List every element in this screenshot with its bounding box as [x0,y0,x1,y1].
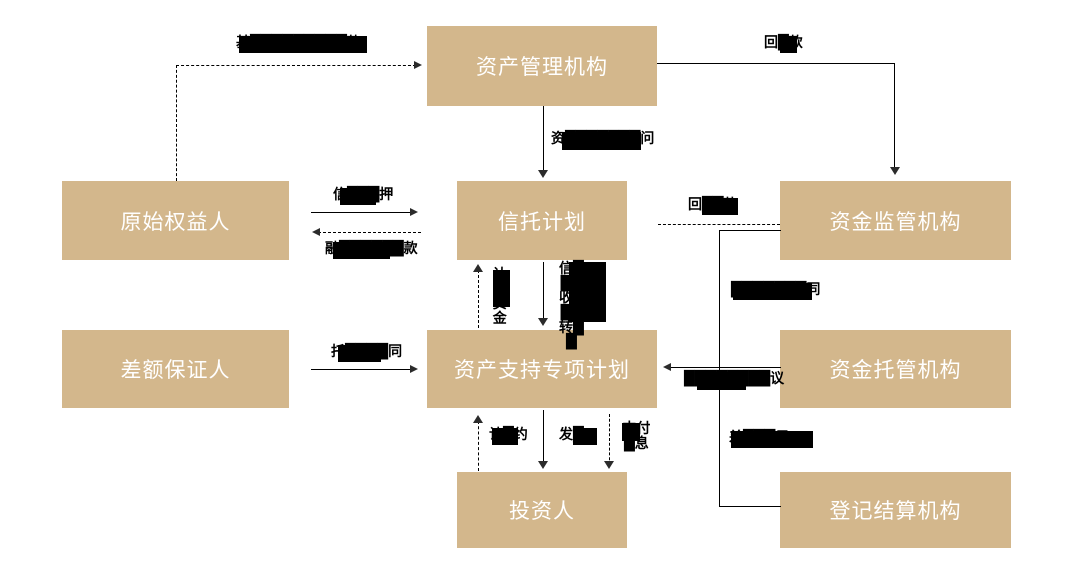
edge-guarantor-to-absplan [311,369,414,370]
edge-label-top-left: 基█████████款 [236,35,361,51]
node-label: 登记结算机构 [829,499,962,523]
node-abs-plan[interactable]: 资产支持专项计划 [427,330,657,408]
redaction-bar-top-right [780,36,797,53]
edge-supervisor-return-horizontal [658,224,780,225]
node-trust-plan[interactable]: 信托计划 [457,181,627,260]
redaction-bar-supervisor-return [702,198,738,215]
redaction-bar-center-top [562,132,641,150]
edge-label-top-right: 回█款 [764,35,803,51]
node-fund-custodian[interactable]: 资金托管机构 [780,330,1011,408]
arrowhead-to-trustplan-bottom [473,264,483,272]
edge-originator-to-trustplan [311,212,414,213]
edge-label-originator-in: 融██████款 [325,241,418,257]
edge-originator-to-assetmgmt-horizontal [176,65,416,66]
redaction-bar-registry-agreement [731,431,813,448]
redaction-bar-guarantee [338,345,381,362]
redaction-bar-custody-contract [697,372,746,390]
arrowhead-to-absplan-right [663,363,671,371]
edge-label-registry-agreement: 差███足 [729,430,790,446]
node-label: 差额保证人 [120,358,231,382]
arrowhead-to-investor-top-right [604,461,614,469]
arrowhead-to-absplan-top [538,318,548,326]
node-investor[interactable]: 投资人 [457,472,627,548]
redaction-bar-originator-out [340,188,376,205]
edge-label-supervision-contract: ███████同 [731,282,821,298]
arrowhead-to-supervisor-top [890,167,900,175]
redaction-bar-issue [573,428,597,445]
edge-assetmgmt-to-trustplan [543,106,544,174]
edge-label-guarantee: 托████同 [331,344,403,360]
edge-assetmgmt-to-supervisor-vertical [894,63,895,173]
arrowhead-to-trustplan-top [538,170,548,178]
edge-custody-contract-line [669,367,781,368]
edge-label-custody-contract: ████████议 [684,371,785,387]
arrowhead-to-investor-top-center [538,461,548,469]
arrowhead-to-originator-right [312,228,320,236]
arrowhead-to-trustplan-left [410,208,418,216]
arrowhead-to-absplan-bottom-left [473,415,483,423]
edge-label-payment: 支付█息 [622,421,651,452]
node-label: 资产管理机构 [476,55,608,79]
edge-right-bus-top [719,230,781,231]
node-label: 资金监管机构 [829,209,962,234]
node-label: 资金托管机构 [829,358,962,382]
edge-label-supervisor-return: 回██款 [688,197,738,213]
arrowhead-to-assetmgmt-left [414,61,422,69]
node-label: 投资人 [509,499,575,523]
redaction-bar-payment [622,423,640,441]
arrowhead-to-absplan-left [410,365,418,373]
edge-label-subscribe: 认█约 [489,427,528,443]
node-originator[interactable]: 原始权益人 [62,181,289,260]
edge-right-bus-bottom [719,506,781,507]
redaction-bar-top-left [239,36,367,53]
edge-label-issue: 发█ [559,427,584,443]
edge-absplan-to-investor-issue [543,410,544,465]
edge-assetmgmt-to-supervisor-horizontal [657,63,895,64]
node-registrar[interactable]: 登记结算机构 [780,472,1011,548]
edge-investor-to-absplan-subscribe [478,421,479,471]
node-label: 原始权益人 [120,209,231,234]
redaction-bar-originator-in [333,242,390,259]
redaction-bar-supervision-contract [733,283,812,300]
node-label: 资产支持专项计划 [454,358,630,382]
node-label: 信托计划 [498,209,586,234]
edge-absplan-to-investor-payment [609,414,610,465]
edge-originator-to-assetmgmt-vertical [176,65,177,181]
edge-absplan-to-trustplan [478,270,479,328]
edge-label-trust-cash: 认█资金 [492,267,507,328]
redaction-bar-trust-transfer [569,262,606,322]
edge-trustplan-to-absplan [543,262,544,322]
redaction-bar-trust-cash [493,270,510,307]
redaction-bar-subscribe [492,428,518,445]
node-shortfall-guarantor[interactable]: 差额保证人 [62,330,289,408]
edge-label-originator-out: 信███押 [333,187,394,203]
edge-trustplan-to-originator [318,232,421,233]
node-fund-supervisor[interactable]: 资金监管机构 [780,181,1011,260]
edge-right-bus-vertical [719,230,720,506]
node-asset-management[interactable]: 资产管理机构 [427,26,657,106]
edge-label-trust-transfer: 信███收███转██ [559,261,584,351]
edge-label-center-top: 资███████问 [551,131,655,147]
